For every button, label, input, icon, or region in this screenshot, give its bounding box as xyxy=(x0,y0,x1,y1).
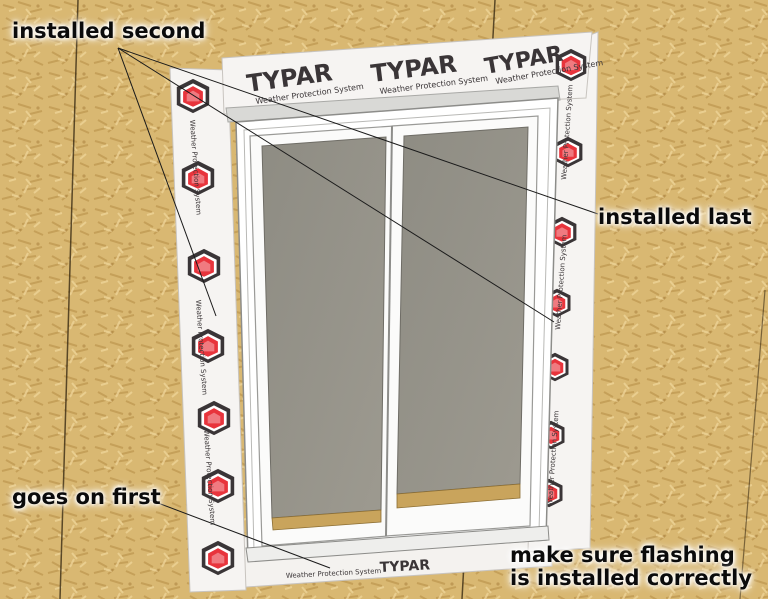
window-sill xyxy=(245,525,550,563)
leader-lines xyxy=(117,47,599,569)
leader-second-left xyxy=(117,47,217,317)
right-glass xyxy=(396,126,529,495)
leader-second-right xyxy=(117,47,555,323)
left-sill-wood xyxy=(271,509,382,531)
label-installed-last: installed last xyxy=(598,205,752,229)
left-glass xyxy=(261,136,387,519)
svg-text:TYPAR: TYPAR xyxy=(379,557,430,576)
note-line-2: is installed correctly xyxy=(510,566,753,590)
note-line-1: make sure flashing xyxy=(510,543,735,567)
leader-last xyxy=(117,47,599,215)
head-trim xyxy=(225,85,561,123)
window xyxy=(235,97,559,563)
right-sill-wood xyxy=(396,483,521,509)
label-goes-on-first: goes on first xyxy=(12,485,161,509)
label-installed-second: installed second xyxy=(12,19,206,43)
label-flashing-note: make sure flashing is installed correctl… xyxy=(510,544,752,590)
leader-first xyxy=(149,499,331,569)
